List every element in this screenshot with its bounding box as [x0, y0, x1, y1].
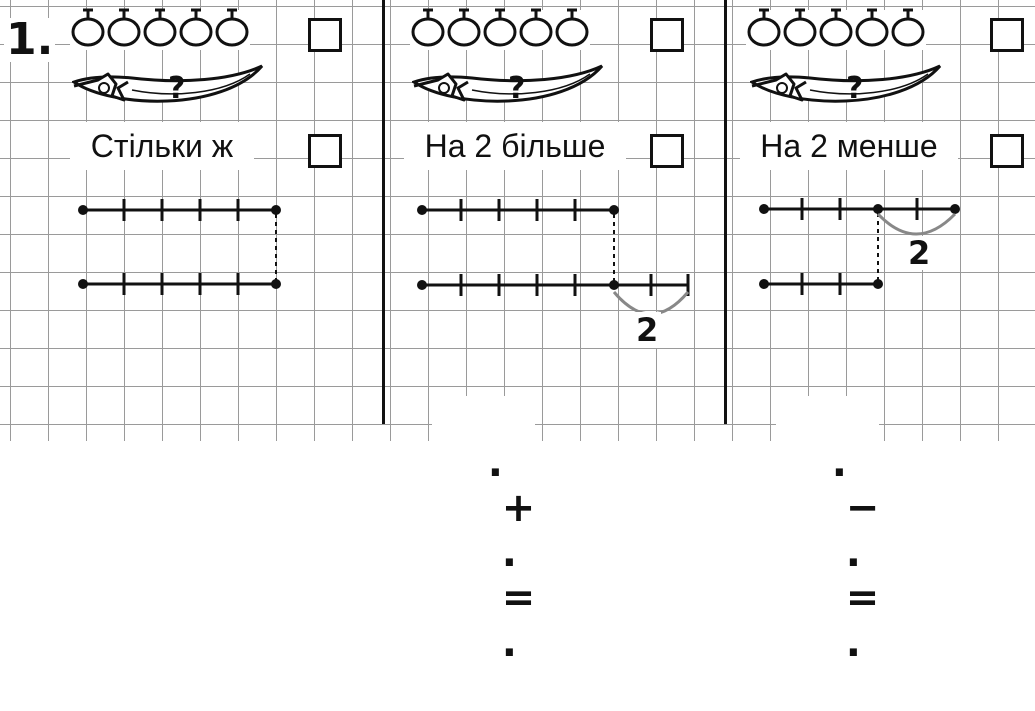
blank-dot[interactable]: .: [488, 441, 503, 486]
blank-dot[interactable]: .: [502, 621, 517, 666]
blank-dot[interactable]: .: [846, 621, 861, 666]
blank-dot[interactable]: .: [502, 531, 517, 576]
equation-operator: −: [846, 486, 880, 531]
equation-row: . − . = .: [776, 396, 879, 441]
difference-value: 2: [905, 236, 933, 270]
scheme-less: [0, 0, 1035, 441]
equals-sign: =: [846, 576, 880, 621]
blank-dot[interactable]: .: [832, 441, 847, 486]
equation-operator: +: [502, 486, 536, 531]
equals-sign: =: [502, 576, 536, 621]
worksheet-page: 1. ? Стільки ж: [0, 0, 1035, 441]
blank-dot[interactable]: .: [846, 531, 861, 576]
